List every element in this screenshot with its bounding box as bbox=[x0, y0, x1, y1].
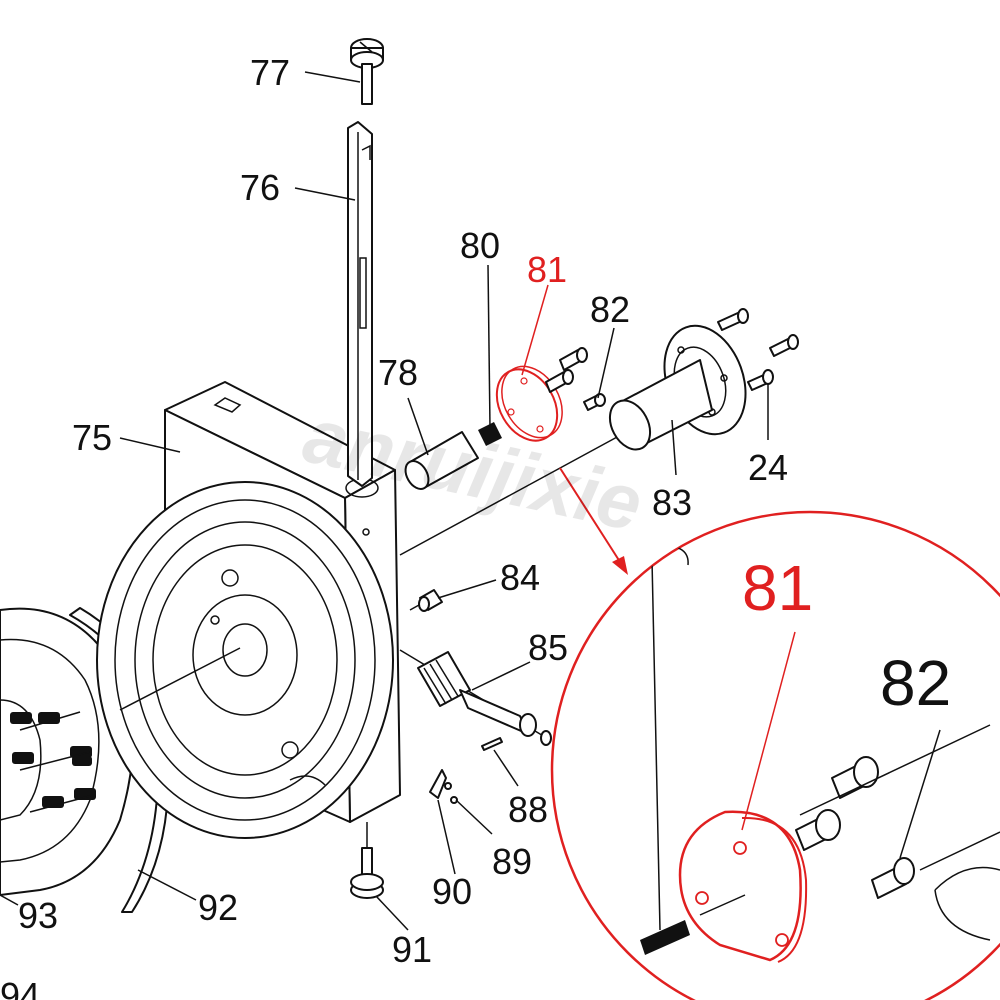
part-91-bolt bbox=[350, 822, 384, 899]
part-76-rod bbox=[347, 121, 373, 487]
part-83-sleeve bbox=[608, 324, 747, 451]
axis-line-front bbox=[119, 647, 241, 711]
part-24-screws bbox=[717, 308, 799, 391]
label-80: 80 bbox=[460, 225, 500, 266]
label-77: 77 bbox=[250, 52, 290, 93]
label-81: 81 bbox=[527, 249, 567, 290]
part-90-bracket bbox=[429, 769, 458, 804]
label-94: 94 bbox=[0, 975, 40, 1000]
zoom-inset bbox=[550, 510, 1000, 1000]
part-80-spring bbox=[478, 422, 502, 446]
label-92: 92 bbox=[198, 887, 238, 928]
label-78: 78 bbox=[378, 352, 418, 393]
label-83: 83 bbox=[652, 482, 692, 523]
label-85: 85 bbox=[528, 627, 568, 668]
zoom-arrow bbox=[559, 467, 628, 575]
callout-labels: 77 76 80 81 82 78 75 24 83 84 85 88 89 9… bbox=[0, 52, 951, 1000]
label-90: 90 bbox=[432, 871, 472, 912]
leader-lines bbox=[0, 71, 769, 931]
label-75: 75 bbox=[72, 417, 112, 458]
part-84-bushing bbox=[418, 589, 443, 612]
part-88-pin bbox=[481, 737, 503, 751]
part-85-gear-shaft bbox=[417, 651, 552, 746]
label-91: 91 bbox=[392, 929, 432, 970]
zoom-label-81: 81 bbox=[742, 552, 813, 624]
label-76: 76 bbox=[240, 167, 280, 208]
part-78-pin bbox=[404, 431, 479, 490]
part-77-screw bbox=[350, 38, 384, 105]
part-82-screws bbox=[545, 347, 606, 411]
zoom-label-82: 82 bbox=[880, 647, 951, 719]
label-93: 93 bbox=[18, 895, 58, 936]
label-88: 88 bbox=[508, 789, 548, 830]
label-82: 82 bbox=[590, 289, 630, 330]
axis-line-rear bbox=[399, 429, 631, 556]
main-housing bbox=[96, 381, 401, 839]
chuck-bolts bbox=[10, 712, 96, 808]
label-89: 89 bbox=[492, 841, 532, 882]
label-84: 84 bbox=[500, 557, 540, 598]
label-24: 24 bbox=[748, 447, 788, 488]
